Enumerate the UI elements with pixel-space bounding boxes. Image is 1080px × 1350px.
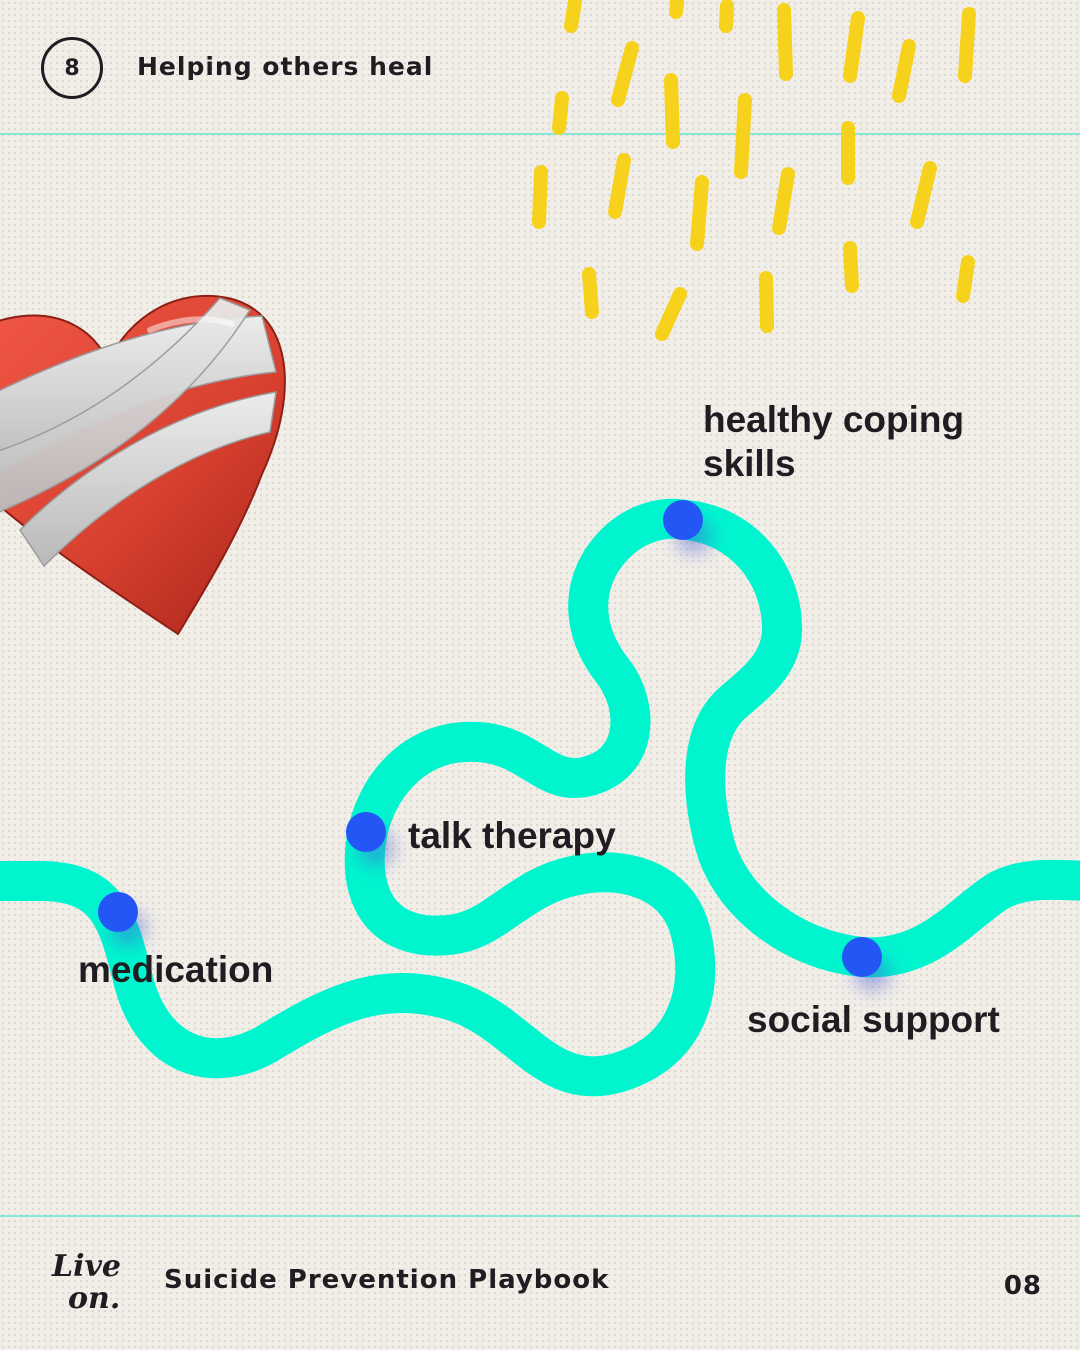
milestone-medication-marker: [98, 892, 146, 946]
label-healthy-coping-line-1: healthy coping: [703, 399, 965, 440]
live-on-logo: Live on.: [51, 1249, 121, 1316]
label-healthy-coping-line-2: skills: [703, 442, 796, 484]
milestone-talk-therapy-marker: [346, 812, 394, 866]
milestone-coping-skills-marker: [663, 500, 712, 554]
label-medication: medication: [78, 949, 274, 990]
yellow-rain-decoration: [532, 0, 976, 341]
playbook-title: Suicide Prevention Playbook: [164, 1265, 610, 1295]
bandaged-heart-icon: [0, 295, 286, 636]
label-healthy-coping-skills: healthy coping skills: [703, 398, 964, 485]
logo-text-line-2: on.: [68, 1281, 120, 1316]
page-header: 8 Helping others heal: [0, 0, 1080, 134]
recovery-path-illustration: [0, 0, 1080, 1097]
footer-divider: [0, 1215, 1080, 1217]
header-divider: [0, 133, 1080, 135]
logo-text-line-1: Live: [51, 1249, 121, 1284]
page-footer: Live on. Suicide Prevention Playbook 08: [0, 1216, 1080, 1350]
recovery-path: [0, 498, 1080, 1097]
label-social-support: social support: [747, 999, 1000, 1040]
label-talk-therapy: talk therapy: [408, 815, 616, 856]
step-number-badge: 8: [41, 37, 103, 99]
page-number: 08: [1003, 1271, 1042, 1301]
section-title: Helping others heal: [137, 52, 434, 81]
milestone-social-support-marker: [842, 937, 890, 991]
